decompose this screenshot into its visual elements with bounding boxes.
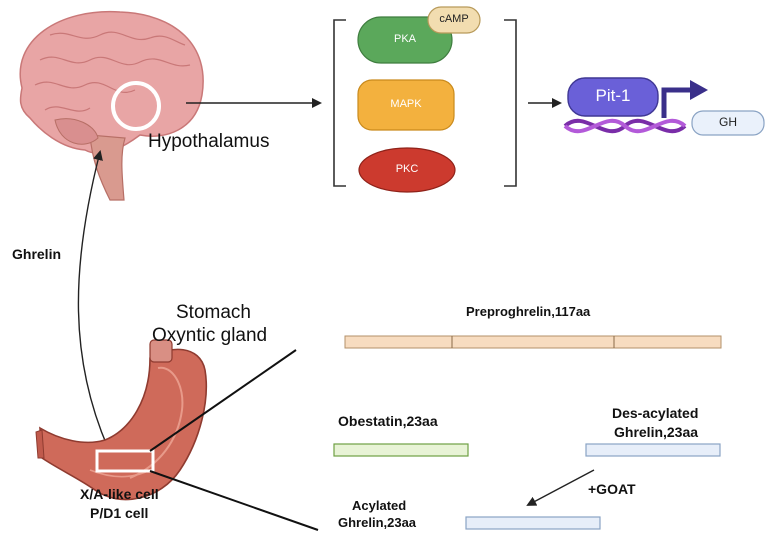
obestatin-bar	[333, 443, 469, 457]
ghrelin-arrow	[77, 150, 109, 449]
des-acylated-bar	[585, 443, 721, 457]
pit1-pill	[567, 77, 659, 117]
obestatin-label: Obestatin,23aa	[338, 413, 438, 429]
cell-type-label-1: X/A-like cell	[80, 486, 159, 502]
ghrelin-label: Ghrelin	[12, 246, 62, 262]
stomach-title: Stomach	[176, 302, 251, 323]
pkc-pill	[358, 147, 456, 193]
des-acylated-label-1: Des-acylated	[612, 405, 699, 421]
pkc-label: PKC	[395, 163, 419, 175]
oxyntic-gland-title: Oxyntic gland	[152, 325, 268, 346]
acylated-label-1: Acylated	[352, 498, 407, 513]
preproghrelin-bar	[344, 335, 722, 349]
camp-label: cAMP	[439, 13, 469, 25]
pka-label: PKA	[393, 33, 416, 45]
preproghrelin-label: Preproghrelin,117aa	[466, 304, 591, 319]
gland-highlight-box	[95, 449, 155, 473]
hypothalamus-highlight	[111, 81, 161, 131]
cell-type-label-2: P/D1 cell	[90, 505, 149, 521]
mapk-label: MAPK	[390, 98, 422, 110]
left-bracket	[333, 19, 346, 187]
pka-pill	[357, 16, 453, 64]
mapk-pill	[357, 79, 455, 131]
camp-badge	[427, 6, 481, 34]
brain-illustration	[19, 10, 204, 201]
acylated-label-2: Ghrelin,23aa	[338, 515, 417, 530]
right-bracket	[504, 19, 517, 187]
goat-label: +GOAT	[588, 481, 636, 497]
zoom-line-top	[149, 349, 297, 452]
zoom-line-bottom	[149, 470, 319, 531]
acylated-bar	[465, 516, 601, 530]
gh-label: GH	[719, 115, 737, 129]
dna-helix	[563, 118, 687, 134]
tss-arrow	[661, 87, 692, 118]
stomach-illustration	[35, 339, 208, 501]
goat-arrow	[526, 469, 595, 506]
gh-pill	[691, 110, 765, 136]
pit1-label: Pit-1	[595, 86, 631, 105]
hypothalamus-label: Hypothalamus	[148, 131, 270, 152]
des-acylated-label-2: Ghrelin,23aa	[614, 424, 699, 440]
